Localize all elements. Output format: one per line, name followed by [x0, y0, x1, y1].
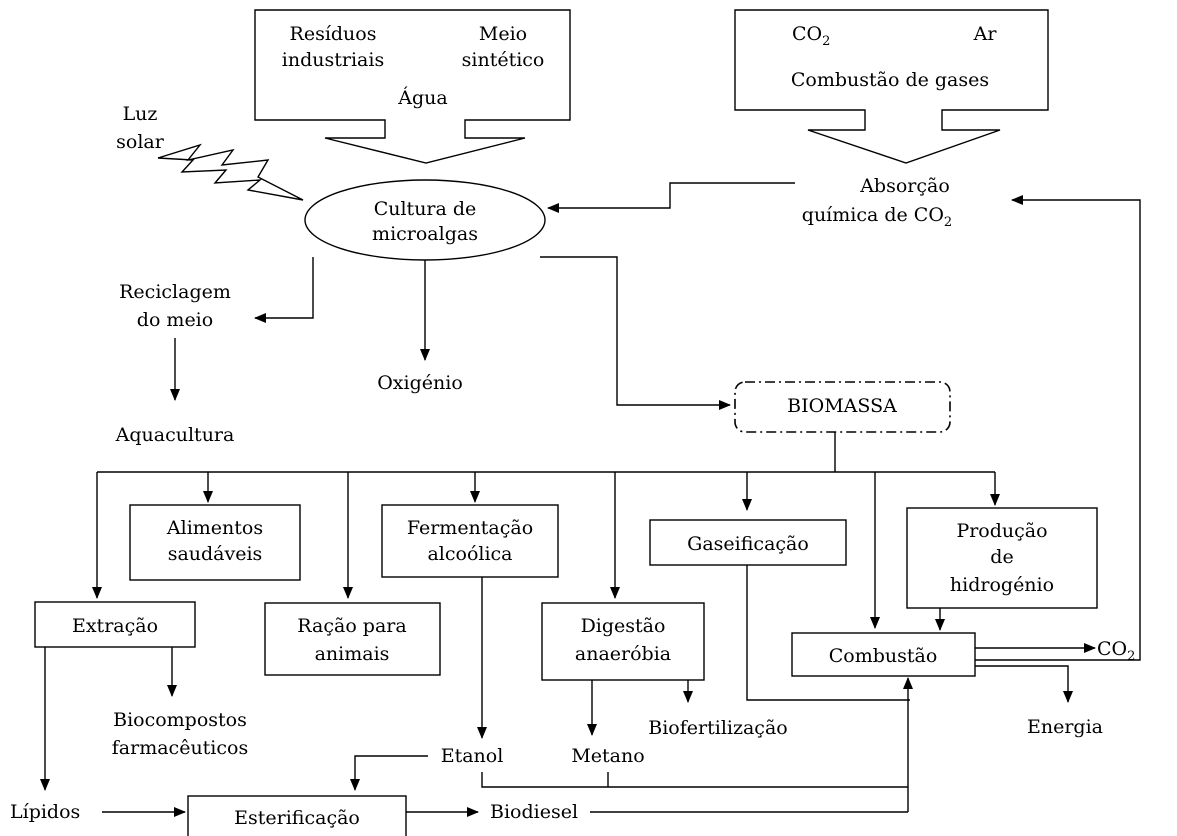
- co2-out-label: CO2: [1097, 638, 1135, 664]
- biocompostos-label-2: farmacêuticos: [112, 737, 248, 759]
- fermentacao-box: [381, 504, 559, 578]
- extracao-label: Extração: [72, 615, 158, 637]
- absorcao-label-2: química de CO2: [802, 204, 952, 230]
- energia-label: Energia: [1027, 716, 1103, 738]
- producao-label-2: de: [990, 546, 1013, 568]
- biodiesel-label: Biodiesel: [490, 801, 578, 823]
- combustao-gases-label: Combustão de gases: [791, 69, 989, 91]
- ar-label: Ar: [973, 23, 998, 45]
- cultura-label-1: Cultura de: [374, 198, 477, 220]
- digestao-label-2: anaeróbia: [575, 643, 671, 665]
- sintetico-label: sintético: [462, 49, 545, 71]
- esterificacao-label: Esterificação: [234, 807, 360, 829]
- arrow-co2-recycle: [1011, 195, 1141, 640]
- fermentacao-label-1: Fermentação: [407, 517, 533, 539]
- producao-label-1: Produção: [956, 520, 1047, 542]
- biocompostos-label-1: Biocompostos: [113, 709, 247, 731]
- residuos-label: Resíduos: [290, 23, 377, 45]
- cultura-label-2: microalgas: [372, 223, 478, 245]
- gases-box: CO2 Ar Combustão de gases: [734, 9, 1049, 164]
- biomassa-box: [734, 381, 951, 433]
- alimentos-box: [129, 504, 301, 581]
- reciclagem-label-1: Reciclagem: [119, 281, 231, 303]
- arrow-to-biomassa: [540, 256, 731, 410]
- fermentacao-label-2: alcoólica: [427, 543, 512, 565]
- arrow-absorcao-cultura: [547, 182, 795, 213]
- reciclagem-label-2: do meio: [137, 309, 213, 331]
- lipidos-label: Lípidos: [10, 801, 80, 823]
- metano-label: Metano: [571, 745, 644, 767]
- industriais-label: industriais: [282, 49, 384, 71]
- solar-label: solar: [116, 131, 165, 153]
- producao-box: [906, 507, 1098, 609]
- lightning-icon: [157, 143, 304, 201]
- co2-label: CO2: [792, 23, 830, 49]
- esterificacao-box: [187, 795, 407, 836]
- co2-branch-line: [975, 640, 1141, 661]
- digestao-box: [541, 602, 705, 681]
- biomassa-label: BIOMASSA: [787, 395, 897, 417]
- gaseificacao-label: Gaseificação: [687, 533, 809, 555]
- producao-label-3: hidrogénio: [950, 574, 1054, 596]
- meio-label: Meio: [479, 23, 527, 45]
- oxigenio-label: Oxigénio: [377, 372, 463, 394]
- extracao-box: [34, 601, 196, 648]
- aquacultura-label: Aquacultura: [115, 424, 235, 446]
- inputs-box: Resíduos industriais Meio sintético Água: [254, 9, 571, 164]
- combustao-label: Combustão: [829, 645, 938, 667]
- absorcao-label-1: Absorção: [859, 175, 950, 197]
- gaseificacao-box: [649, 519, 847, 566]
- racao-label-2: animais: [315, 643, 390, 665]
- digestao-label-1: Digestão: [581, 615, 666, 637]
- alimentos-label-1: Alimentos: [166, 517, 263, 539]
- luz-label: Luz: [123, 103, 158, 125]
- combustao-box: [791, 632, 976, 677]
- agua-label: Água: [397, 86, 447, 109]
- biofertilizacao-label: Biofertilização: [648, 717, 787, 739]
- cultura-ellipse: [304, 179, 546, 261]
- arrow-etanol-esterificacao: [350, 755, 428, 791]
- racao-box: [264, 602, 441, 676]
- racao-label-1: Ração para: [297, 615, 406, 637]
- line-etanol-combustao: [481, 772, 908, 788]
- etanol-label: Etanol: [441, 745, 504, 767]
- alimentos-label-2: saudáveis: [168, 543, 263, 565]
- arrow-gaseificacao-combustao: [746, 565, 910, 701]
- arrow-to-reciclagem: [254, 257, 314, 323]
- arrow-to-energia: [975, 665, 1073, 703]
